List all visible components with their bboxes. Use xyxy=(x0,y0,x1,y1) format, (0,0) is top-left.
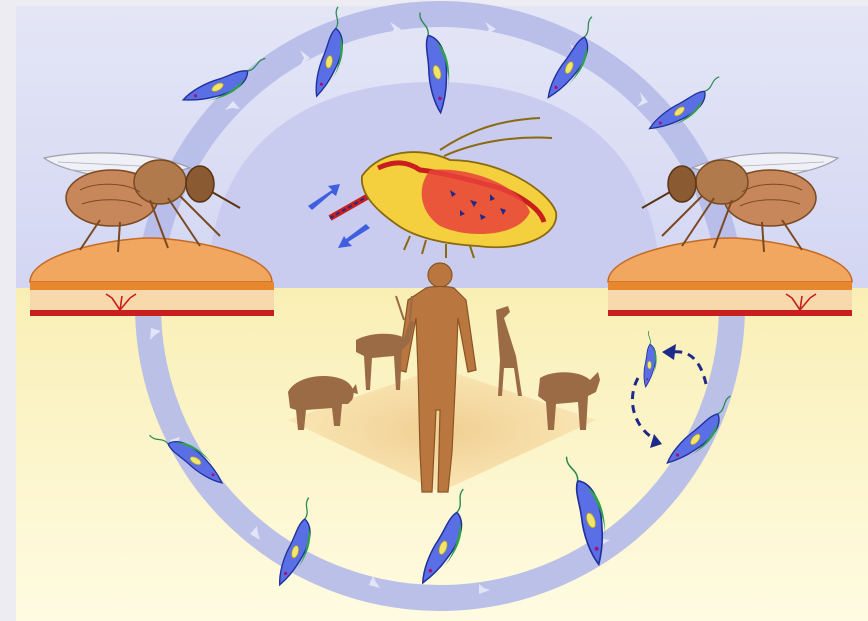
trypanosome-life-cycle-diagram xyxy=(0,0,868,621)
diagram-canvas xyxy=(0,0,868,621)
